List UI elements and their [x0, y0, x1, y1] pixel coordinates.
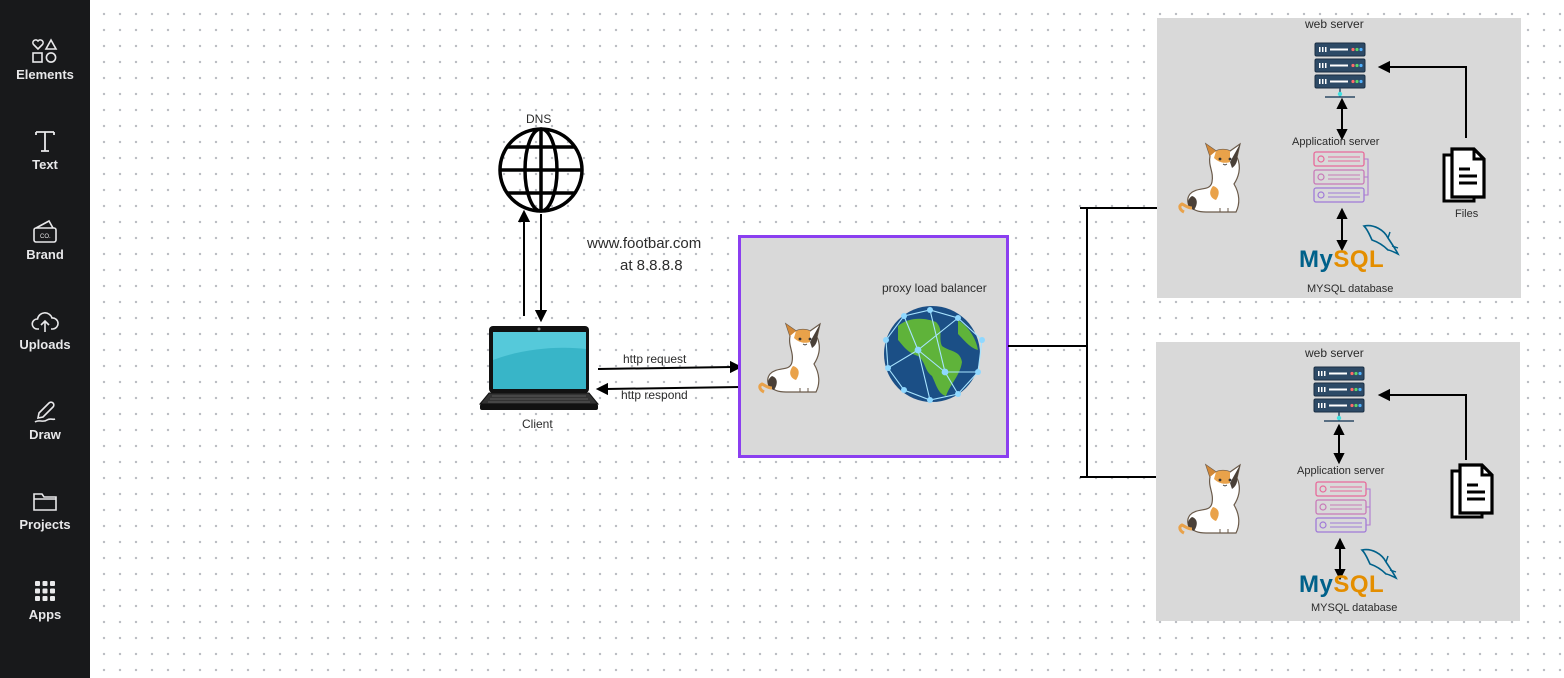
- domain-ip-label: at 8.8.8.8: [620, 257, 683, 274]
- svg-text:CO.: CO.: [40, 234, 51, 240]
- mysql-logo: MySQL: [1299, 246, 1385, 273]
- mysql-logo: MySQL: [1299, 571, 1385, 598]
- web-server-label: web server: [1305, 17, 1364, 31]
- domain-name-label: www.footbar.com: [587, 235, 702, 252]
- db-label: MYSQL database: [1307, 283, 1394, 295]
- files-label: Files: [1455, 208, 1479, 220]
- sidebar: Elements Text CO. Brand Uploads Draw: [0, 0, 90, 678]
- web-server-label: web server: [1305, 346, 1364, 360]
- elements-icon: [32, 38, 58, 63]
- draw-pen-icon: [34, 401, 56, 423]
- brand-icon: CO.: [33, 219, 57, 243]
- sidebar-item-text[interactable]: Text: [0, 128, 90, 198]
- folder-icon: [33, 493, 57, 511]
- http-respond-label: http respond: [621, 388, 688, 402]
- app-server-label: Application server: [1292, 136, 1380, 148]
- sidebar-item-elements[interactable]: Elements: [0, 38, 90, 108]
- sidebar-item-label: Text: [32, 157, 58, 172]
- sidebar-item-label: Uploads: [19, 337, 71, 352]
- dns-label: DNS: [526, 112, 552, 126]
- sidebar-item-apps[interactable]: Apps: [0, 578, 90, 648]
- sidebar-item-label: Brand: [26, 247, 64, 262]
- sidebar-item-label: Elements: [16, 67, 74, 82]
- http-request-label: http request: [623, 352, 687, 366]
- sidebar-item-projects[interactable]: Projects: [0, 488, 90, 558]
- app-server-label: Application server: [1297, 465, 1385, 477]
- load-balancer-label: proxy load balancer: [882, 281, 987, 295]
- sidebar-item-brand[interactable]: CO. Brand: [0, 218, 90, 288]
- sidebar-item-label: Apps: [28, 607, 62, 622]
- client-label: Client: [522, 417, 553, 431]
- sidebar-item-label: Draw: [29, 427, 61, 442]
- apps-grid-icon: [35, 581, 55, 601]
- sidebar-item-draw[interactable]: Draw: [0, 398, 90, 468]
- sidebar-item-uploads[interactable]: Uploads: [0, 308, 90, 378]
- db-label: MYSQL database: [1311, 602, 1398, 614]
- upload-cloud-icon: [31, 312, 59, 332]
- text-icon: [35, 131, 55, 152]
- sidebar-item-label: Projects: [19, 517, 71, 532]
